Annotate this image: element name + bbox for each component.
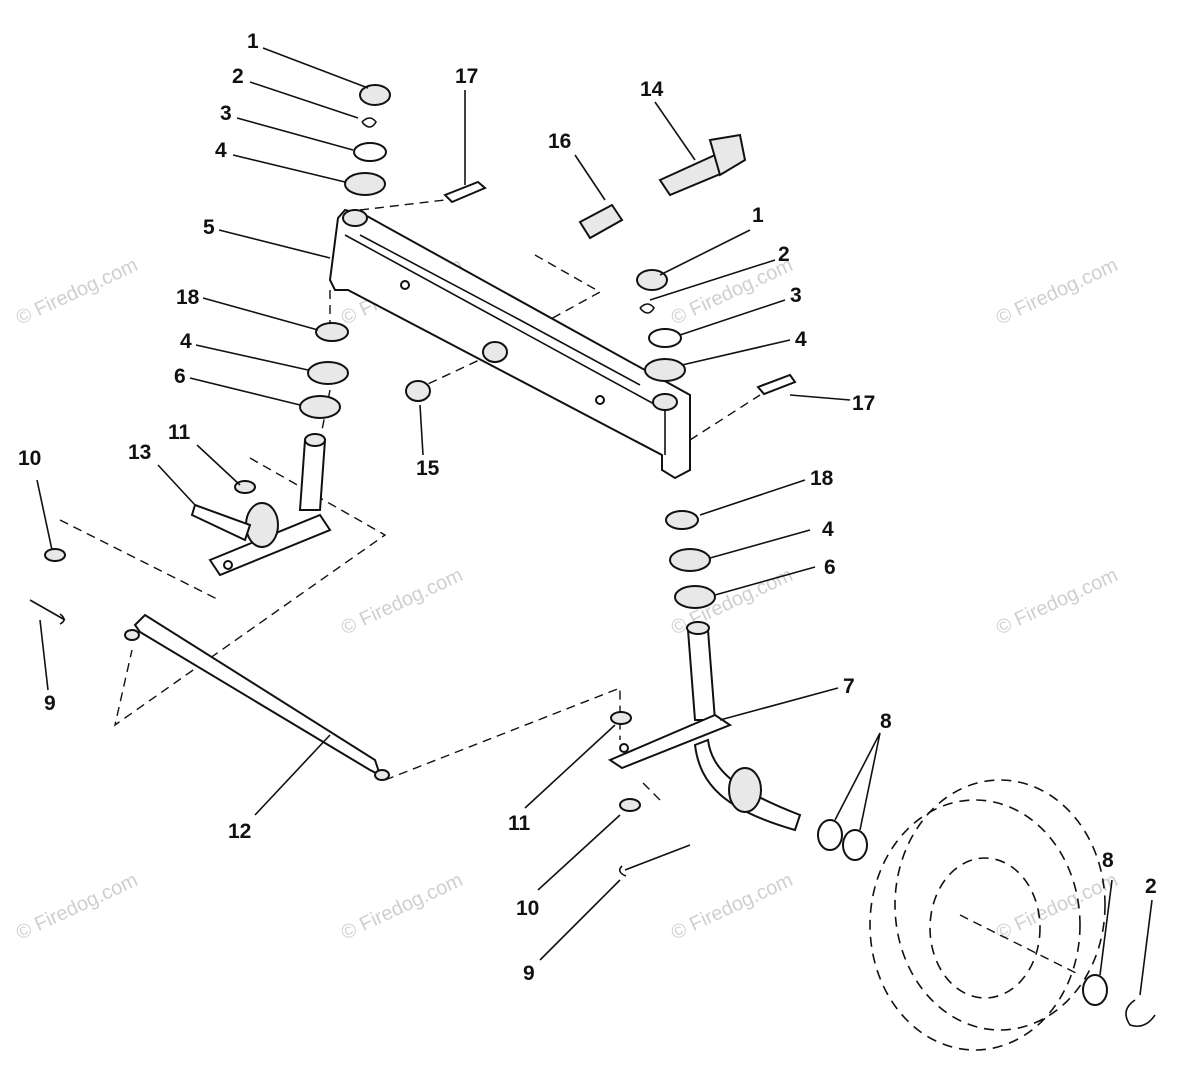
callout-18: 18 xyxy=(810,467,834,490)
callout-2: 2 xyxy=(232,65,244,88)
callout-17: 17 xyxy=(455,65,478,88)
callout-11: 11 xyxy=(508,812,531,835)
callout-4: 4 xyxy=(180,330,192,353)
bolt-icon xyxy=(658,133,747,197)
callout-4: 4 xyxy=(215,139,227,162)
right-upper-stack xyxy=(636,269,686,382)
callout-4: 4 xyxy=(822,518,834,541)
watermark: © Firedog.com xyxy=(993,254,1121,329)
callout-2: 2 xyxy=(778,243,790,266)
watermark: © Firedog.com xyxy=(13,869,141,944)
leader-lines xyxy=(36,47,1153,996)
callout-1: 1 xyxy=(247,30,259,53)
washer-icon xyxy=(44,548,641,812)
callout-14: 14 xyxy=(640,78,664,101)
callout-10: 10 xyxy=(18,447,41,470)
wheel-icon xyxy=(869,779,1106,1051)
callout-13: 13 xyxy=(128,441,151,464)
front-axle-icon xyxy=(328,208,691,480)
watermark: © Firedog.com xyxy=(993,564,1121,639)
left-upper-stack xyxy=(344,84,391,196)
grease-fitting-icon xyxy=(443,180,797,396)
callout-8: 8 xyxy=(1102,849,1114,872)
left-lower-stack xyxy=(299,322,349,419)
callout-18: 18 xyxy=(176,286,200,309)
left-spindle-icon xyxy=(190,433,332,577)
callout-10: 10 xyxy=(516,897,539,920)
callout-11: 11 xyxy=(168,421,191,444)
nut-icon xyxy=(405,380,431,402)
watermark: © Firedog.com xyxy=(338,869,466,944)
callout-9: 9 xyxy=(523,962,535,985)
callout-2: 2 xyxy=(1145,875,1157,898)
watermark: © Firedog.com xyxy=(338,564,466,639)
callout-3: 3 xyxy=(790,284,802,307)
callout-16: 16 xyxy=(548,130,571,153)
right-spindle-icon xyxy=(607,621,802,832)
callout-12: 12 xyxy=(228,820,251,843)
callout-3: 3 xyxy=(220,102,232,125)
callout-7: 7 xyxy=(843,675,855,698)
assembly-lines xyxy=(59,199,1081,976)
tie-rod-icon xyxy=(124,613,390,781)
watermark: © Firedog.com xyxy=(993,869,1121,944)
callout-4: 4 xyxy=(795,328,807,351)
callout-labels: 1 2 3 4 5 17 16 14 1 2 3 4 17 18 4 6 15 … xyxy=(18,30,1157,985)
spacer-icon xyxy=(578,203,624,240)
right-lower-stack xyxy=(665,510,716,609)
watermark: © Firedog.com xyxy=(668,869,796,944)
callout-15: 15 xyxy=(416,457,440,480)
watermark: © Firedog.com xyxy=(13,254,141,329)
callout-8: 8 xyxy=(880,710,892,733)
callout-1: 1 xyxy=(752,204,764,227)
callout-17: 17 xyxy=(852,392,875,415)
callout-6: 6 xyxy=(174,365,186,388)
wheel-washers xyxy=(817,819,1156,1028)
callout-5: 5 xyxy=(203,216,215,239)
cotter-pin-icon xyxy=(29,599,691,877)
callout-6: 6 xyxy=(824,556,836,579)
callout-9: 9 xyxy=(44,692,56,715)
